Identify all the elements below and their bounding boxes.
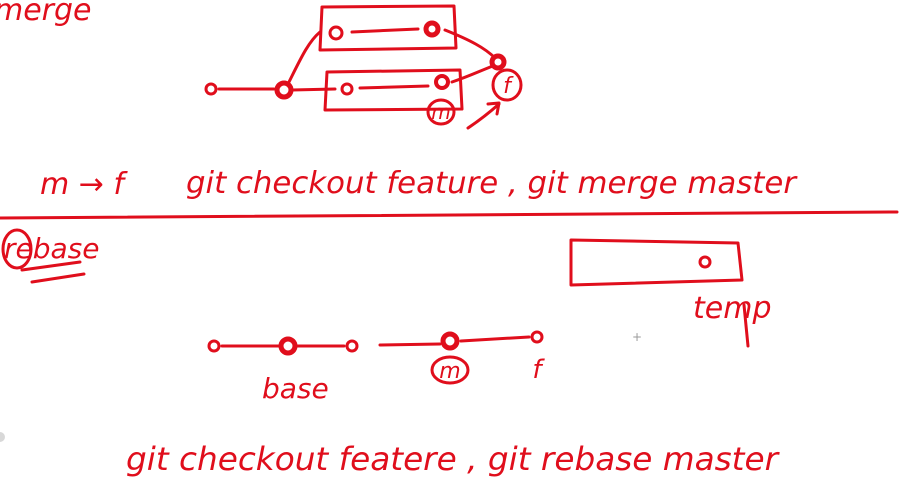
- merge-feature-label: f: [503, 74, 514, 99]
- rebase-command-line: git checkout featere , git rebase master: [126, 440, 780, 478]
- rebase-commit-base: [278, 336, 298, 356]
- rebase-temp-pointer-line: [742, 303, 750, 348]
- merge-master-label-circle: [426, 98, 456, 126]
- merge-branch-up-curve: [286, 30, 322, 86]
- merge-upper-link: [350, 27, 420, 34]
- rebase-link-3: [378, 342, 442, 347]
- rebase-link-4: [459, 335, 531, 343]
- rebase-commit-master-head: [440, 331, 460, 351]
- merge-commit-result: [489, 53, 507, 71]
- merge-command-line: m → f git checkout feature , git merge m…: [40, 166, 798, 202]
- rebase-section: rebase temp base m f +: [1, 228, 772, 405]
- rebase-small-cross-mark: +: [632, 330, 642, 344]
- merge-link-lower-to-merge: [450, 64, 495, 84]
- merge-lower-link: [358, 84, 430, 90]
- rebase-temp-box: [569, 238, 744, 287]
- merge-pointer-arrow: [466, 101, 501, 130]
- rebase-heading-underline-2: [30, 272, 86, 284]
- rebase-heading-underline-1: [20, 260, 82, 272]
- rebase-commit-feature: [530, 330, 544, 344]
- merge-lower-commit-2: [434, 74, 450, 90]
- section-divider: [0, 210, 899, 220]
- rebase-temp-commit: [698, 255, 712, 269]
- rebase-commit-master-1: [345, 339, 359, 353]
- left-edge-marker: [0, 432, 5, 442]
- merge-commit-origin: [204, 82, 218, 96]
- merge-upper-commit-2: [423, 20, 441, 38]
- merge-upper-commit-1: [328, 25, 344, 41]
- merge-lower-branch-box: [323, 68, 464, 112]
- merge-upper-branch-box: [318, 4, 458, 52]
- rebase-heading-circle: [1, 228, 33, 270]
- rebase-master-label-circle: [430, 355, 470, 385]
- merge-master-label: m: [431, 100, 450, 124]
- rebase-base-label: base: [262, 372, 329, 405]
- rebase-heading: rebase: [4, 232, 99, 265]
- merge-feature-label-circle: [491, 68, 523, 102]
- merge-heading: merge: [0, 0, 92, 28]
- merge-direction-text: m → f: [40, 167, 128, 202]
- rebase-temp-label: temp: [693, 291, 772, 326]
- rebase-command-text: git checkout featere , git rebase master: [126, 440, 780, 478]
- merge-section: merge m f: [0, 0, 523, 130]
- rebase-feature-label: f: [532, 355, 545, 385]
- rebase-commit-origin: [207, 339, 221, 353]
- rebase-master-label: m: [439, 359, 460, 384]
- merge-link-upper-to-merge: [443, 28, 497, 60]
- merge-command-text: git checkout feature , git merge master: [186, 166, 798, 201]
- merge-lower-commit-1: [340, 82, 354, 96]
- merge-lower-link-in: [290, 87, 337, 92]
